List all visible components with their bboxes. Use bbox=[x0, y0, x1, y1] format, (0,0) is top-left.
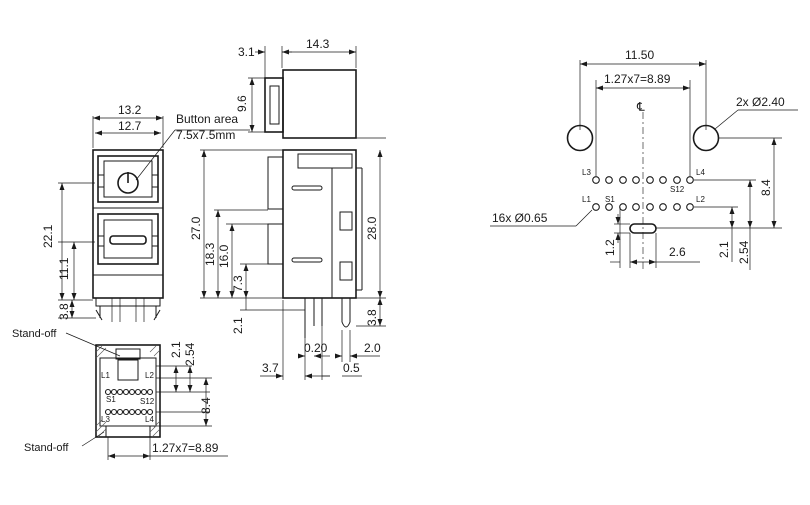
footprint-dim-2-54: 2.54 bbox=[737, 240, 751, 264]
side-pin-offset: 2.0 bbox=[364, 341, 381, 355]
bottom-dim-8-4: 8.4 bbox=[199, 397, 213, 414]
pin-hole-label: 16x Ø0.65 bbox=[492, 211, 548, 225]
standoff-bottom-label: Stand-off bbox=[24, 442, 69, 454]
front-view: 13.2 12.7 Button area 7.5x7.5mm bbox=[41, 103, 250, 322]
footprint-pin-row-top bbox=[592, 176, 694, 184]
button-area-title: Button area bbox=[176, 112, 238, 126]
bottom-pin-row-1 bbox=[104, 388, 154, 396]
port-frame-lower bbox=[97, 213, 159, 265]
mount-hole-label: 2x Ø2.40 bbox=[736, 95, 785, 109]
side-h16: 16.0 bbox=[217, 244, 231, 268]
bottom-pin-row-2 bbox=[104, 408, 154, 416]
side-h28: 28.0 bbox=[365, 216, 379, 240]
footprint-pin-row-bottom bbox=[592, 203, 694, 211]
centerline-label: ℄ bbox=[636, 100, 645, 114]
bottom-label-l3: L3 bbox=[101, 415, 110, 424]
bottom-label-l4: L4 bbox=[145, 415, 154, 424]
front-width-outer: 13.2 bbox=[118, 103, 142, 117]
bottom-label-s1: S1 bbox=[106, 395, 116, 404]
pcb-footprint: 11.50 1.27x7=8.89 ℄ 2x Ø2.40 L3 L4 S1 bbox=[490, 48, 798, 272]
side-top-offset: 3.1 bbox=[238, 45, 255, 59]
standoff-top-label: Stand-off bbox=[12, 328, 57, 340]
footprint-dim-2-6: 2.6 bbox=[669, 245, 686, 259]
footprint-dim-1-2: 1.2 bbox=[603, 239, 617, 256]
bottom-label-l1: L1 bbox=[101, 371, 110, 380]
side-body bbox=[282, 149, 357, 299]
footprint-label-s1: S1 bbox=[605, 195, 615, 204]
side-h7: 7.3 bbox=[231, 275, 245, 292]
side-h2: 2.1 bbox=[231, 317, 245, 334]
side-h27: 27.0 bbox=[189, 216, 203, 240]
side-top-depth: 14.3 bbox=[306, 37, 330, 51]
front-height-total: 22.1 bbox=[41, 224, 55, 248]
front-width-inner: 12.7 bbox=[118, 119, 142, 133]
top-block bbox=[282, 69, 357, 139]
bottom-view: L1 L2 S1 S12 L3 L4 Stand-off Stand-off 2… bbox=[12, 328, 228, 460]
front-height-port: 11.1 bbox=[57, 257, 71, 280]
side-pin-pitch: 0.20 bbox=[304, 341, 328, 355]
footprint-label-l4: L4 bbox=[696, 168, 705, 177]
footprint-label-l3: L3 bbox=[582, 168, 591, 177]
side-h18: 18.3 bbox=[203, 242, 217, 266]
side-top-height: 9.6 bbox=[235, 95, 249, 112]
footprint-pitch: 1.27x7=8.89 bbox=[604, 72, 671, 86]
button-area-size: 7.5x7.5mm bbox=[176, 128, 235, 142]
footprint-dim-2-1: 2.1 bbox=[717, 241, 731, 258]
side-bottom-left: 3.7 bbox=[262, 361, 279, 375]
bottom-dim-2-1: 2.1 bbox=[169, 341, 183, 358]
footprint-label-l1: L1 bbox=[582, 195, 591, 204]
bottom-label-l2: L2 bbox=[145, 371, 154, 380]
oval-slot bbox=[629, 223, 657, 234]
side-pin-height: 3.8 bbox=[365, 309, 379, 326]
footprint-label-s12: S12 bbox=[670, 185, 685, 194]
bottom-label-s12: S12 bbox=[140, 397, 155, 406]
side-bottom-mid: 0.5 bbox=[343, 361, 360, 375]
bottom-dim-2-54: 2.54 bbox=[183, 342, 197, 366]
footprint-span: 11.50 bbox=[625, 48, 654, 62]
footprint-label-l2: L2 bbox=[696, 195, 705, 204]
front-height-base: 3.8 bbox=[57, 303, 71, 320]
footprint-row-spacing: 8.4 bbox=[759, 179, 773, 196]
side-view: 14.3 3.1 9.6 27.0 18 bbox=[189, 37, 386, 380]
bottom-pitch: 1.27x7=8.89 bbox=[152, 441, 219, 455]
mount-hole-left bbox=[566, 124, 594, 152]
